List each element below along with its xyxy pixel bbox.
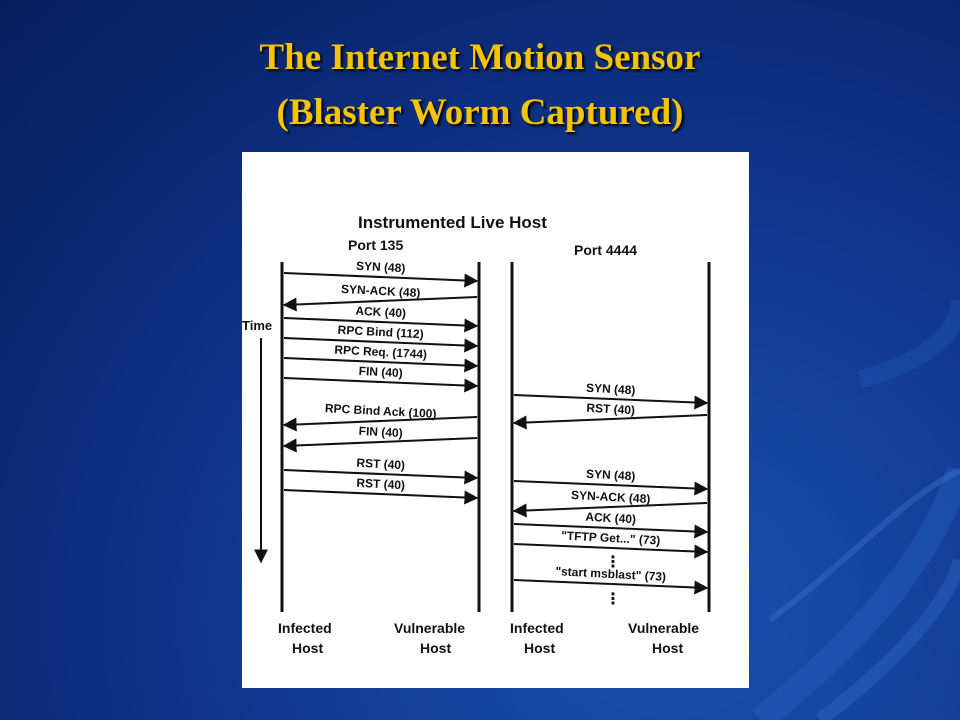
right-message-arrow-3: [513, 480, 709, 496]
continuation-dots-2: ⋮: [605, 591, 621, 608]
right-message-arrow-2: [512, 414, 708, 430]
right-message-label-2: RST (40): [586, 401, 635, 418]
right-message-label-4: SYN-ACK (48): [571, 488, 651, 506]
left-message-label-1: SYN (48): [356, 259, 406, 276]
host-right-b-line1: Vulnerable: [628, 620, 699, 636]
left-message-group: SYN (48) SYN-ACK (48) ACK (40) RPC Bind (11…: [282, 259, 479, 505]
left-message-arrow-8: [282, 437, 478, 453]
left-message-label-7: RPC Bind Ack (100): [325, 401, 437, 421]
host-right-a-line1: Infected: [510, 620, 564, 636]
left-message-label-8: FIN (40): [358, 424, 403, 440]
sequence-diagram: Instrumented Live Host Port 135 Port 444…: [242, 152, 749, 688]
right-message-arrow-7: [513, 579, 709, 595]
left-message-label-6: FIN (40): [358, 364, 403, 380]
left-message-arrow-1: [283, 272, 479, 288]
left-message-label-3: ACK (40): [355, 304, 406, 321]
left-message-label-9: RST (40): [356, 456, 405, 473]
left-message-arrow-7: [282, 416, 478, 432]
left-message-label-5: RPC Req. (1744): [334, 343, 427, 362]
slide-title-line2: (Blaster Worm Captured): [276, 92, 684, 133]
host-left-b-line1: Vulnerable: [394, 620, 465, 636]
right-message-label-6: "TFTP Get..." (73): [561, 528, 661, 547]
right-message-group: SYN (48) RST (40) SYN (48) SYN-ACK (48) ACK …: [512, 381, 709, 595]
time-label: Time: [242, 318, 272, 333]
left-message-label-2: SYN-ACK (48): [341, 282, 421, 300]
left-message-arrow-10: [283, 489, 479, 505]
port-left-label: Port 135: [348, 237, 403, 253]
left-message-arrow-4: [283, 337, 479, 353]
right-message-arrow-6: [513, 543, 709, 559]
left-message-arrow-6: [283, 377, 479, 393]
left-message-arrow-3: [283, 317, 479, 333]
right-message-label-5: ACK (40): [585, 510, 636, 527]
right-message-label-7: "start msblast" (73): [555, 564, 666, 584]
host-right-b-line2: Host: [652, 640, 683, 656]
slide-title-line1: The Internet Motion Sensor: [259, 37, 701, 78]
host-right-a-line2: Host: [524, 640, 555, 656]
slide-title: The Internet Motion Sensor (Blaster Worm…: [0, 30, 960, 140]
right-message-arrow-4: [512, 502, 708, 518]
left-message-arrow-2: [282, 296, 478, 312]
continuation-dots-1: ⋮: [605, 554, 621, 571]
right-message-label-1: SYN (48): [586, 381, 636, 398]
left-message-arrow-9: [283, 469, 479, 485]
sequence-diagram-canvas: Instrumented Live Host Port 135 Port 444…: [242, 213, 711, 656]
right-message-arrow-5: [513, 523, 709, 539]
left-message-arrow-5: [283, 357, 479, 373]
diagram-heading: Instrumented Live Host: [358, 213, 547, 232]
host-left-b-line2: Host: [420, 640, 451, 656]
port-right-label: Port 4444: [574, 242, 637, 258]
right-message-label-3: SYN (48): [586, 467, 636, 484]
right-message-arrow-1: [513, 394, 709, 410]
left-message-label-10: RST (40): [356, 476, 405, 493]
left-message-label-4: RPC Bind (112): [337, 323, 424, 341]
host-left-a-line1: Infected: [278, 620, 332, 636]
host-left-a-line2: Host: [292, 640, 323, 656]
